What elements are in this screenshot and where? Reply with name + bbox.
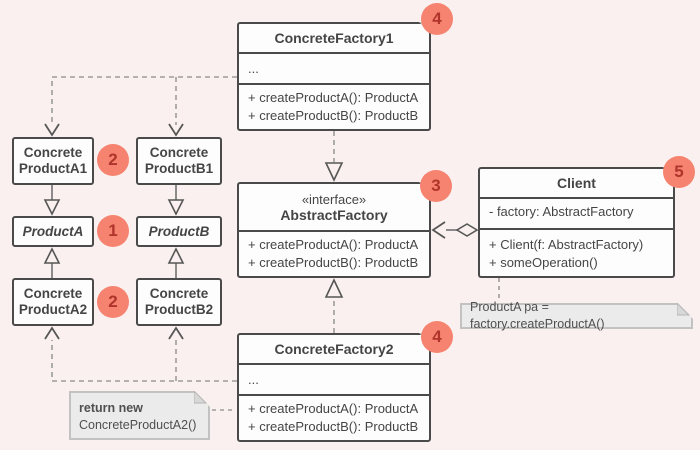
class-client: Client - factory: AbstractFactory + Clie… <box>478 167 675 278</box>
class-title-line1: Concrete <box>149 145 209 160</box>
step-badge: 1 <box>97 215 129 247</box>
class-concrete-factory-1: ConcreteFactory1 ... + createProductA():… <box>237 22 431 131</box>
class-title-line1: Concrete <box>23 145 83 160</box>
class-fields-ellipsis: ... <box>239 362 429 394</box>
step-badge: 4 <box>421 3 453 35</box>
note-return-new: return new ConcreteProductA2() <box>69 391 210 440</box>
step-badge: 2 <box>97 144 129 176</box>
note-text: ProductA pa = factory.createProductA() <box>470 300 605 331</box>
class-concrete-product-b1: Concrete ProductB1 <box>136 137 222 185</box>
class-title-line2: ProductA1 <box>18 161 88 176</box>
step-badge: 3 <box>420 170 452 202</box>
step-badge: 4 <box>421 321 453 353</box>
field-factory: - factory: AbstractFactory <box>489 204 634 219</box>
class-title: ProductA <box>22 223 84 239</box>
class-title: AbstractFactory <box>280 206 388 223</box>
class-concrete-product-b2: Concrete ProductB2 <box>136 278 222 326</box>
realization-arrow-cpb1-pb <box>167 185 185 216</box>
class-fields-ellipsis: ... <box>239 51 429 83</box>
method-create-product-b: + createProductB(): ProductB <box>248 108 419 123</box>
method-create-product-a: + createProductA(): ProductA <box>248 237 419 252</box>
class-title-line2: ProductB1 <box>144 161 214 176</box>
note-fold-corner <box>194 391 210 407</box>
dependency-arrowheads-cf2 <box>44 326 184 340</box>
realization-arrow-cf2-af <box>324 278 344 333</box>
note-text-line1: return new <box>79 401 143 415</box>
method-create-product-a: + createProductA(): ProductA <box>248 90 419 105</box>
class-title: ProductB <box>148 223 210 239</box>
note-client-code: ProductA pa = factory.createProductA() <box>460 300 693 331</box>
class-concrete-factory-2: ConcreteFactory2 ... + createProductA():… <box>237 333 431 442</box>
class-title: ConcreteFactory1 <box>274 29 394 46</box>
class-title-line1: Concrete <box>149 286 209 301</box>
method-create-product-b: + createProductB(): ProductB <box>248 255 419 270</box>
method-some-operation: + someOperation() <box>489 255 598 270</box>
realization-arrow-cpa2-pa <box>43 247 61 278</box>
method-create-product-b: + createProductB(): ProductB <box>248 419 419 434</box>
class-title-line2: ProductA2 <box>18 302 88 317</box>
note-text-line2: ConcreteProductA2() <box>79 418 197 432</box>
class-concrete-product-a2: Concrete ProductA2 <box>12 278 94 326</box>
step-badge: 5 <box>663 156 695 188</box>
class-abstract-factory: «interface» AbstractFactory + createProd… <box>237 182 431 278</box>
realization-arrow-cpb2-pb <box>167 247 185 278</box>
class-title-line2: ProductB2 <box>144 302 214 317</box>
class-title: ConcreteFactory2 <box>274 340 394 357</box>
step-badge: 2 <box>97 286 129 318</box>
realization-arrow-cpa1-pa <box>43 185 61 216</box>
realization-arrow-cf1-af <box>324 131 344 182</box>
class-title: Client <box>557 175 596 191</box>
dependency-arrowheads-cf1 <box>44 123 184 137</box>
method-client-ctor: + Client(f: AbstractFactory) <box>489 237 644 252</box>
class-title-line1: Concrete <box>23 286 83 301</box>
stereotype-label: «interface» <box>301 191 367 207</box>
method-create-product-a: + createProductA(): ProductA <box>248 401 419 416</box>
class-concrete-product-a1: Concrete ProductA1 <box>12 137 94 185</box>
class-product-b: ProductB <box>136 216 222 247</box>
note-fold-corner <box>677 303 693 319</box>
dependency-arrow-cf2-products <box>51 340 237 382</box>
class-product-a: ProductA <box>12 216 94 247</box>
dependency-arrow-cf1-products <box>51 76 237 125</box>
association-client-af <box>431 221 479 239</box>
